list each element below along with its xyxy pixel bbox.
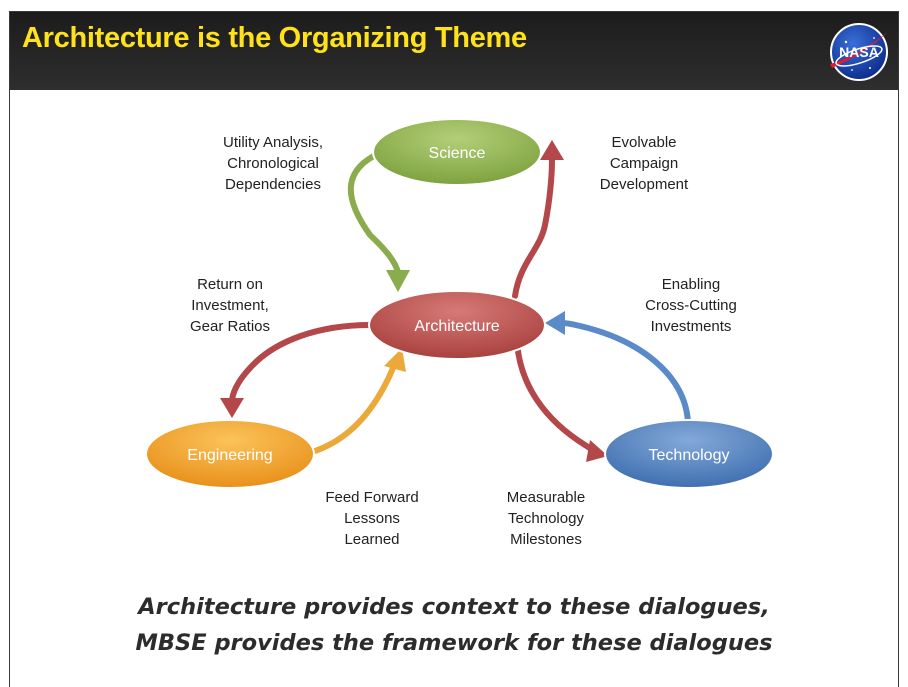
label-line: Cross-Cutting (645, 297, 737, 314)
label-line: Enabling (661, 276, 721, 293)
label-engineering-output: Return on Investment, Gear Ratios (160, 274, 300, 337)
footer-line-2: MBSE provides the framework for these di… (135, 630, 773, 656)
node-science-label: Science (429, 145, 486, 162)
title-bar (10, 12, 898, 90)
node-architecture: Architecture (368, 290, 546, 360)
label-science-output: Evolvable Campaign Development (578, 132, 710, 195)
label-line: Investment, (191, 297, 269, 314)
node-engineering: Engineering (145, 419, 315, 489)
slide-title: Architecture is the Organizing Theme (22, 22, 527, 54)
nasa-logo-icon: NASA (830, 23, 888, 81)
label-line: Technology (508, 510, 584, 527)
label-science-input: Utility Analysis, Chronological Dependen… (204, 132, 342, 195)
label-line: Utility Analysis, (222, 134, 324, 151)
node-engineering-label: Engineering (187, 447, 272, 464)
arrow-science-to-architecture (347, 149, 410, 292)
label-line: Gear Ratios (189, 318, 271, 335)
label-technology-output: Enabling Cross-Cutting Investments (628, 274, 754, 337)
label-line: Development (599, 176, 689, 193)
label-line: Return on (197, 276, 263, 293)
node-technology: Technology (604, 419, 774, 489)
arrow-architecture-to-science (512, 140, 564, 299)
node-science: Science (372, 118, 542, 186)
label-line: Feed Forward (325, 489, 419, 506)
arrow-architecture-to-technology (514, 339, 608, 462)
label-line: Milestones (510, 531, 582, 548)
label-line: Dependencies (225, 176, 321, 193)
footer-line-1: Architecture provides context to these d… (138, 594, 770, 620)
arrow-engineering-to-architecture (309, 348, 406, 455)
label-line: Chronological (227, 155, 319, 172)
node-architecture-label: Architecture (414, 318, 499, 335)
label-line: Campaign (609, 155, 679, 172)
label-engineering-input: Feed Forward Lessons Learned (300, 487, 444, 550)
label-line: Learned (344, 531, 400, 548)
arrow-architecture-to-engineering (220, 322, 373, 418)
arrow-technology-to-architecture (545, 311, 691, 425)
label-line: Measurable (506, 489, 586, 506)
label-technology-input: Measurable Technology Milestones (484, 487, 608, 550)
label-line: Investments (650, 318, 732, 335)
nasa-logo-text: NASA (839, 44, 879, 60)
label-line: Evolvable (611, 134, 677, 151)
node-technology-label: Technology (649, 447, 730, 464)
label-line: Lessons (344, 510, 400, 527)
